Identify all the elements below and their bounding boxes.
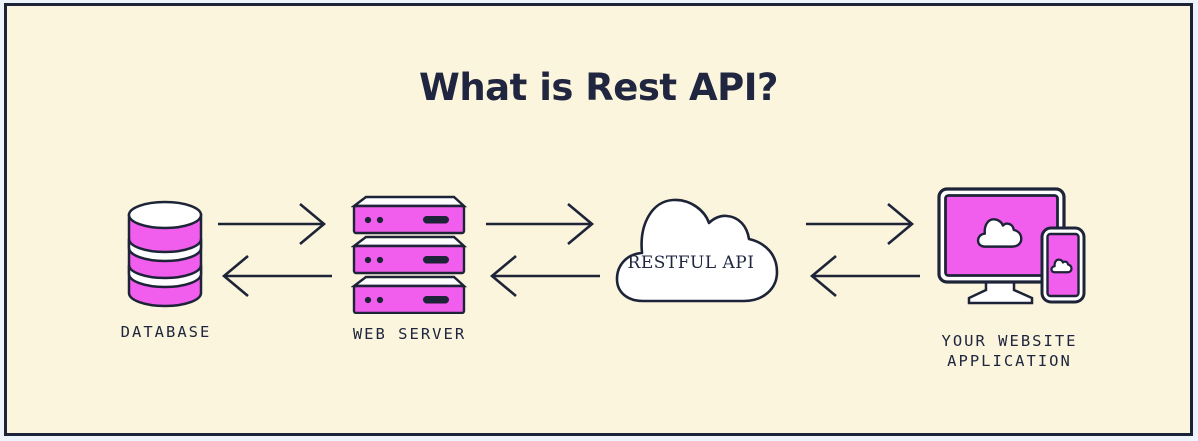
web-server-label: WEB SERVER	[352, 325, 467, 343]
website-label-line1: YOUR WEBSITE	[941, 332, 1078, 350]
database-icon	[127, 200, 203, 308]
arrow-right-icon	[218, 203, 327, 245]
cloud-icon	[615, 198, 779, 303]
arrow-left-icon	[489, 255, 600, 297]
arrow-right-icon	[486, 203, 595, 245]
arrow-right-icon	[806, 203, 915, 245]
diagram-card: What is Rest API? DATABASE	[4, 3, 1193, 436]
arrow-pair-db-server	[218, 203, 332, 297]
arrow-pair-api-website	[806, 203, 920, 297]
cloud-glyph	[978, 219, 1021, 246]
server-stack-icon	[351, 195, 467, 314]
page-title: What is Rest API?	[419, 66, 778, 109]
arrow-left-icon	[809, 255, 920, 297]
cloud-shape	[615, 198, 779, 303]
server-unit	[351, 275, 467, 314]
database-band	[127, 238, 203, 263]
monitor-phone-icon	[937, 187, 1086, 305]
server-unit	[351, 195, 467, 235]
cloud-glyph-small	[1052, 260, 1072, 273]
website-label: YOUR WEBSITE APPLICATION	[917, 331, 1102, 371]
database-band	[127, 264, 203, 289]
server-unit	[351, 235, 467, 275]
website-label-line2: APPLICATION	[947, 352, 1072, 370]
arrow-pair-server-api	[486, 203, 600, 297]
database-label: DATABASE	[120, 323, 212, 341]
database-top	[127, 200, 203, 230]
arrow-left-icon	[221, 255, 332, 297]
restful-api-label: RESTFUL API	[627, 253, 755, 273]
